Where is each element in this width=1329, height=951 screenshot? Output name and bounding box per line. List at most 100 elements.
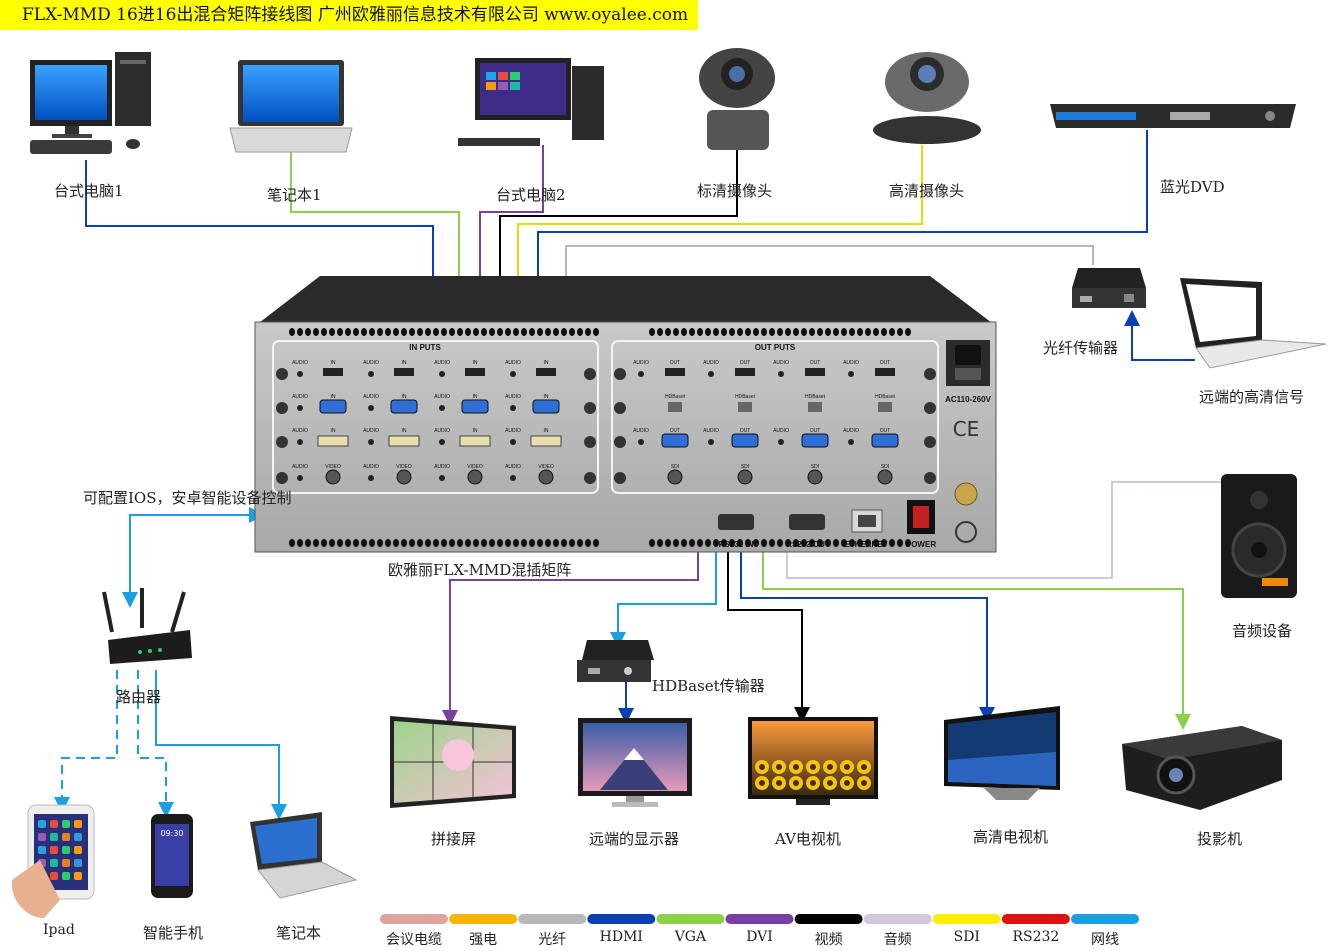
control-laptop-icon — [250, 812, 358, 899]
legend-label: SDI — [953, 929, 980, 945]
ipad-icon — [11, 804, 95, 918]
svg-text:AUDIO: AUDIO — [292, 428, 308, 434]
legend-label: HDMI — [599, 929, 643, 945]
legend-swatch — [380, 914, 448, 924]
label-projector: 投影机 — [1197, 830, 1243, 848]
legend-swatch — [1001, 914, 1070, 924]
power-rating: AC110-260V — [945, 395, 991, 404]
svg-text:VIDEO: VIDEO — [325, 464, 341, 470]
svg-text:AUDIO: AUDIO — [505, 428, 521, 434]
input-cables — [85, 130, 1195, 361]
svg-text:IN: IN — [473, 428, 478, 434]
label-pc1: 台式电脑1 — [54, 182, 124, 200]
legend-label: RS232 — [1012, 929, 1060, 945]
label-hdbaset-tx: HDBaset传输器 — [652, 677, 765, 695]
legend-label: 强电 — [469, 932, 498, 948]
svg-text:IN: IN — [402, 428, 407, 434]
legend-label: 网线 — [1091, 932, 1119, 948]
laptop-1-icon — [229, 60, 353, 153]
svg-text:IN: IN — [544, 394, 549, 400]
smartphone-icon: 09:30 — [151, 814, 193, 898]
hd-tv-icon — [944, 706, 1060, 800]
svg-text:HDBaset: HDBaset — [875, 394, 896, 400]
speaker-icon — [1221, 474, 1297, 598]
label-remote-hd: 远端的高清信号 — [1199, 388, 1305, 406]
svg-text:SDI: SDI — [741, 464, 749, 470]
label-fiber-tx: 光纤传输器 — [1043, 339, 1119, 357]
svg-text:HDBaset: HDBaset — [665, 394, 686, 400]
label-phone: 智能手机 — [143, 924, 204, 942]
label-hd-camera: 高清摄像头 — [889, 182, 965, 200]
control-cables — [54, 507, 287, 820]
output-cables — [442, 481, 1270, 730]
svg-text:AUDIO: AUDIO — [505, 464, 521, 470]
svg-text:AUDIO: AUDIO — [633, 360, 649, 366]
legend-swatches — [380, 914, 1139, 924]
inputs-header: IN PUTS — [409, 343, 441, 352]
label-speaker: 音频设备 — [1232, 622, 1293, 640]
svg-text:CE: CE — [953, 417, 980, 441]
svg-text:AUDIO: AUDIO — [773, 360, 789, 366]
label-remote-display: 远端的显示器 — [589, 830, 680, 848]
rs232-in-label: RS232 IN — [719, 540, 754, 549]
legend-swatch — [725, 914, 794, 924]
label-av-tv: AV电视机 — [775, 830, 841, 848]
remote-monitor-icon — [578, 718, 692, 807]
svg-text:OUT: OUT — [880, 428, 891, 434]
remote-laptop-icon — [1180, 278, 1327, 369]
sd-camera-icon — [699, 48, 775, 150]
svg-text:OUT: OUT — [810, 428, 821, 434]
hdbaset-transmitter-icon — [577, 640, 654, 682]
phone-clock: 09:30 — [160, 829, 183, 838]
legend-swatch — [518, 914, 587, 924]
svg-text:OUT: OUT — [880, 360, 891, 366]
projector-icon — [1122, 726, 1282, 810]
svg-text:AUDIO: AUDIO — [703, 360, 719, 366]
legend-label: 视频 — [814, 932, 843, 948]
legend-label: DVI — [746, 929, 773, 945]
label-pc2: 台式电脑2 — [496, 186, 566, 204]
label-ipad: Ipad — [43, 922, 75, 938]
svg-text:AUDIO: AUDIO — [363, 394, 379, 400]
svg-text:AUDIO: AUDIO — [773, 428, 789, 434]
svg-text:SDI: SDI — [811, 464, 819, 470]
label-laptop: 笔记本 — [276, 924, 322, 942]
svg-text:IN: IN — [473, 394, 478, 400]
svg-text:IN: IN — [331, 360, 336, 366]
svg-text:IN: IN — [544, 360, 549, 366]
svg-text:AUDIO: AUDIO — [434, 394, 450, 400]
label-control-note: 可配置IOS，安卓智能设备控制 — [83, 489, 292, 507]
label-hd-tv: 高清电视机 — [973, 828, 1049, 846]
legend-label: VGA — [674, 929, 707, 945]
router-icon — [102, 588, 192, 664]
legend-swatch — [449, 914, 518, 924]
legend-swatch — [932, 914, 1001, 924]
svg-text:OUT: OUT — [670, 428, 681, 434]
svg-text:AUDIO: AUDIO — [434, 360, 450, 366]
svg-text:HDBaset: HDBaset — [805, 394, 826, 400]
video-wall-icon — [390, 716, 516, 808]
label-video-wall: 拼接屏 — [431, 830, 477, 848]
legend-swatch — [587, 914, 656, 924]
svg-text:AUDIO: AUDIO — [363, 428, 379, 434]
svg-text:IN: IN — [331, 428, 336, 434]
svg-text:IN: IN — [544, 428, 549, 434]
svg-text:VIDEO: VIDEO — [396, 464, 412, 470]
svg-text:AUDIO: AUDIO — [363, 360, 379, 366]
legend-swatch — [863, 914, 932, 924]
svg-text:VIDEO: VIDEO — [467, 464, 483, 470]
power-label: POWER — [906, 540, 936, 549]
svg-text:OUT: OUT — [740, 428, 751, 434]
rs232-out-label: RS232 OUT — [786, 540, 830, 549]
bluray-dvd-icon — [1050, 104, 1296, 128]
ethernet-label: ETHERNET — [844, 540, 887, 549]
page-title: FLX-MMD 16进16出混合矩阵接线图 广州欧雅丽信息技术有限公司 www.… — [0, 0, 699, 30]
hd-camera-icon — [873, 52, 981, 144]
svg-text:OUT: OUT — [740, 360, 751, 366]
svg-text:AUDIO: AUDIO — [505, 360, 521, 366]
desktop-pc-1-icon — [30, 52, 151, 154]
svg-text:IN: IN — [473, 360, 478, 366]
svg-text:OUT: OUT — [670, 360, 681, 366]
